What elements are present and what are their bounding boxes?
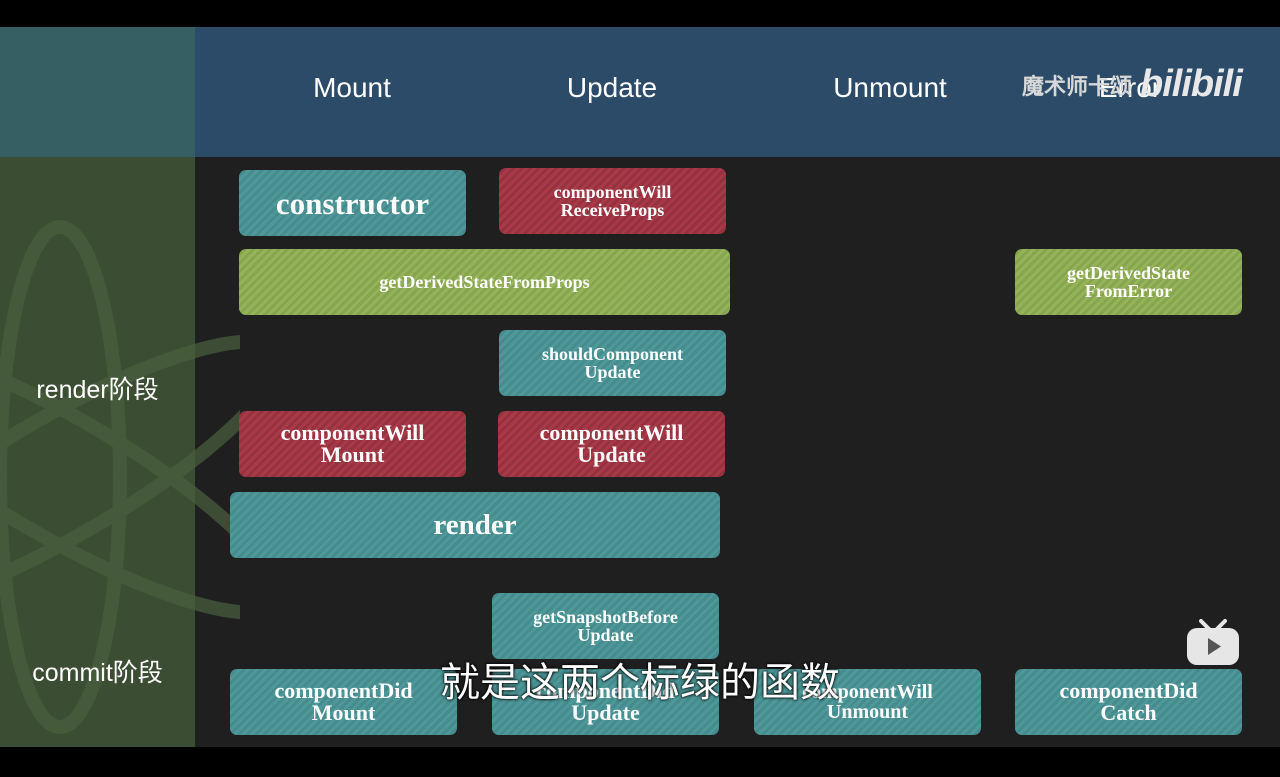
box-label-line2: Mount: [311, 700, 376, 725]
video-subtitle: 就是这两个标绿的函数: [440, 660, 840, 706]
row-commit-phase: commit阶段: [32, 659, 163, 687]
watermark-author: 魔术师卡颂: [1022, 73, 1133, 99]
render-box: render: [230, 492, 720, 558]
box-label-line1: componentDid: [1059, 678, 1198, 703]
box-label-line2: Unmount: [826, 701, 909, 723]
box-label-line2: Catch: [1100, 700, 1157, 725]
box-label-line1: shouldComponent: [541, 344, 684, 364]
row-render-phase: render阶段: [36, 376, 159, 404]
gdsfp-label: getDerivedStateFromProps: [379, 272, 590, 292]
component-did-update-box: componentDid Update: [492, 669, 719, 735]
get-snapshot-before-update-box: getSnapshotBefore Update: [492, 593, 719, 659]
get-derived-state-from-props-box: getDerivedStateFromProps: [239, 249, 730, 315]
column-error: Error: [1098, 72, 1162, 103]
box-label-line1: getDerivedState: [1067, 263, 1190, 283]
box-label-line2: Mount: [320, 442, 385, 467]
box-label-line2: Update: [577, 625, 634, 645]
column-unmount: Unmount: [833, 72, 947, 103]
column-mount: Mount: [313, 72, 391, 103]
corner-cell: [0, 27, 195, 157]
constructor-label: constructor: [275, 185, 430, 221]
bilibili-logo: bilibili: [1140, 63, 1243, 105]
box-label-line2: ReceiveProps: [560, 200, 665, 220]
box-label-line1: componentWill: [802, 681, 933, 703]
box-label-line1: componentWill: [553, 182, 672, 202]
component-will-mount-box: componentWill Mount: [239, 411, 466, 477]
component-did-mount-box: componentDid Mount: [230, 669, 457, 735]
bilibili-watermark: 魔术师卡颂 bilibili: [1022, 63, 1243, 106]
box-label-line1: componentDid: [274, 678, 413, 703]
box-label-line2: FromError: [1084, 281, 1173, 301]
box-label-line1: getSnapshotBefore: [533, 607, 678, 627]
tv-icon[interactable]: [1185, 617, 1241, 667]
component-did-catch-box: componentDid Catch: [1015, 669, 1242, 735]
component-will-receive-props-box: componentWill ReceiveProps: [499, 168, 726, 234]
box-label-line2: Update: [577, 442, 646, 467]
video-frame: Mount Update Unmount Error render阶段 comm…: [0, 27, 1280, 747]
box-label-line1: componentWill: [539, 420, 684, 445]
row-header-bar: [0, 157, 240, 747]
box-label-line2: Update: [584, 362, 641, 382]
box-label-line1: componentDid: [536, 678, 675, 703]
box-label-line2: Update: [571, 700, 640, 725]
column-update: Update: [566, 72, 658, 103]
render-label: render: [433, 508, 517, 541]
column-header-bar: [195, 27, 1280, 157]
constructor-box: constructor: [239, 170, 466, 236]
component-will-unmount-box: componentWill Unmount: [754, 669, 981, 735]
component-will-update-box: componentWill Update: [498, 411, 725, 477]
box-label-line1: componentWill: [280, 420, 425, 445]
get-derived-state-from-error-box: getDerivedState FromError: [1015, 249, 1242, 315]
should-component-update-box: shouldComponent Update: [499, 330, 726, 396]
